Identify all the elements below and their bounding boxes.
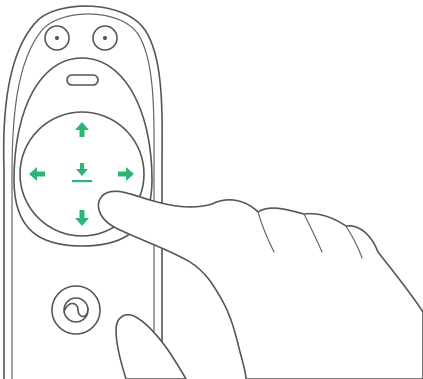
top-right-button-dot: [103, 36, 107, 40]
top-left-button-dot: [55, 36, 59, 40]
